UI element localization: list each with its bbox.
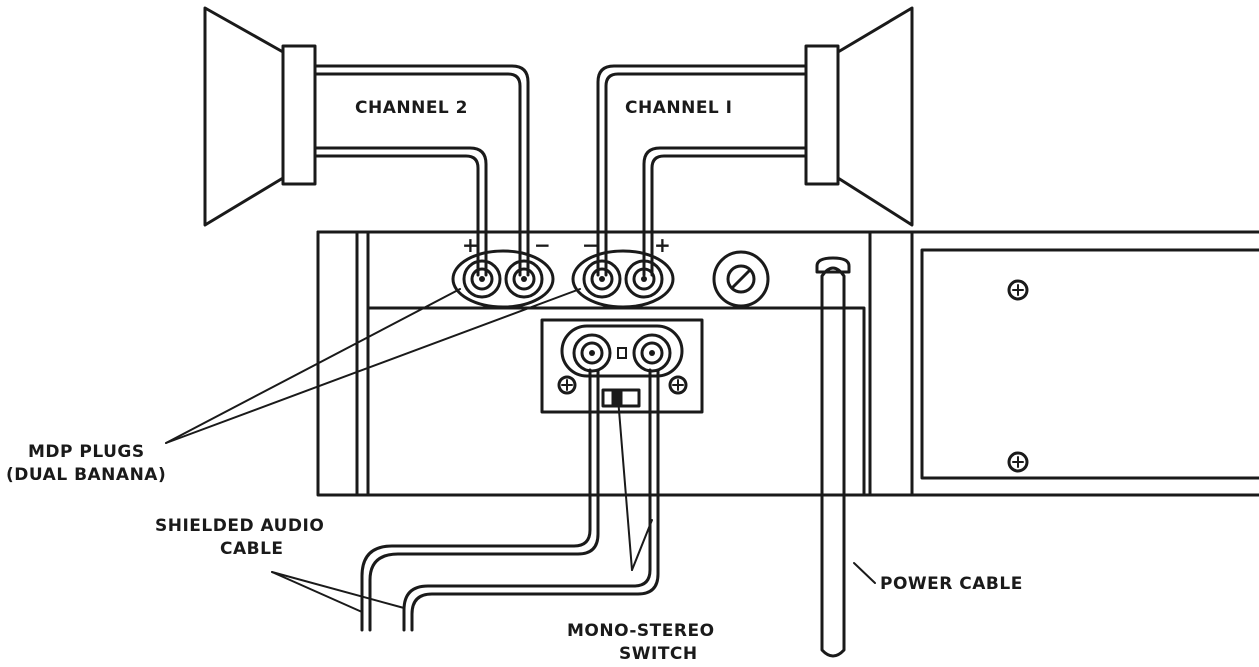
mono-stereo-switch bbox=[601, 388, 641, 408]
shielded-audio-cables bbox=[360, 368, 660, 632]
label-shielded-audio-line2: CABLE bbox=[220, 539, 284, 559]
leader-lines bbox=[165, 288, 876, 613]
label-mdp-plugs-line1: MDP PLUGS bbox=[28, 442, 145, 462]
polarity-ch2-plus: + bbox=[462, 233, 479, 257]
polarity-ch1-minus: − bbox=[582, 233, 599, 257]
input-jack-plate bbox=[540, 318, 704, 414]
speaker-channel-2 bbox=[203, 6, 530, 277]
label-mono-stereo-line1: MONO-STEREO bbox=[567, 621, 715, 641]
fuse-holder bbox=[712, 250, 770, 308]
label-power-cable: POWER CABLE bbox=[880, 574, 1023, 594]
terminal-pair-channel-2 bbox=[451, 249, 555, 309]
polarity-ch2-minus: − bbox=[534, 233, 551, 257]
label-mono-stereo-line2: SWITCH bbox=[619, 644, 698, 664]
power-cable bbox=[815, 256, 851, 658]
label-channel-2: CHANNEL 2 bbox=[355, 98, 468, 118]
label-channel-1: CHANNEL I bbox=[625, 98, 733, 118]
speaker-channel-1 bbox=[596, 6, 914, 277]
amplifier-chassis bbox=[316, 230, 1259, 497]
polarity-ch1-plus: + bbox=[654, 233, 671, 257]
label-mdp-plugs-line2: (DUAL BANANA) bbox=[6, 465, 166, 485]
label-shielded-audio-line1: SHIELDED AUDIO bbox=[155, 516, 324, 536]
terminal-pair-channel-1 bbox=[571, 249, 675, 309]
